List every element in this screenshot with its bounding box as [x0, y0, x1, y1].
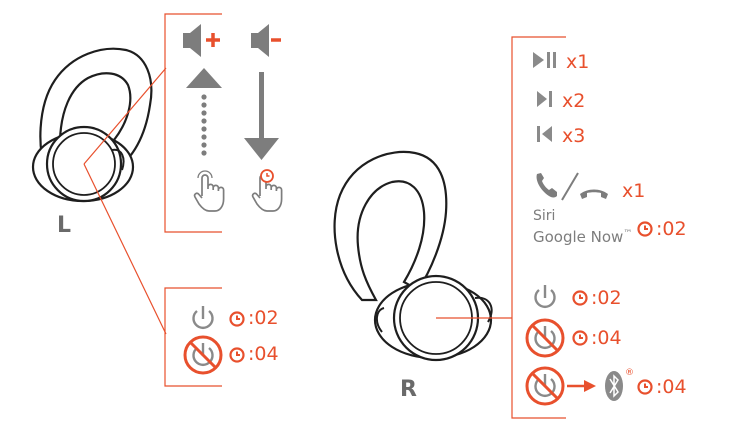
right-power-on-icon	[534, 283, 556, 309]
assistant-clock-icon	[637, 221, 653, 237]
pairing-arrow	[567, 380, 596, 392]
right-clock-icon-2	[572, 330, 588, 346]
trademark-mark: ™	[623, 229, 633, 239]
play-pause-count: x1	[566, 51, 590, 73]
right-earbud-label: R	[400, 377, 417, 402]
right-callout-lines	[436, 36, 566, 419]
left-power-on-icon	[192, 304, 214, 330]
left-clock-icon-1	[229, 311, 245, 327]
right-clock-icon-1	[572, 290, 588, 306]
left-power-off-icon	[183, 335, 223, 375]
right-power-off-duration: :04	[591, 327, 622, 349]
volume-up-icon	[183, 24, 220, 57]
left-clock-icon-2	[229, 347, 245, 363]
right-earbud-illustration	[333, 150, 493, 362]
left-callout-lines	[83, 13, 222, 387]
answer-end-call-icon	[536, 172, 608, 201]
play-pause-icon	[533, 52, 556, 68]
left-earbud-label: L	[57, 213, 72, 238]
right-power-on-duration: :02	[591, 287, 622, 309]
tap-hand-icon	[193, 170, 225, 212]
hold-hand-icon	[251, 169, 283, 212]
swipe-down-arrow	[244, 72, 279, 160]
previous-track-icon	[537, 126, 552, 142]
assistant-duration: :02	[656, 218, 687, 240]
swipe-up-arrow	[186, 68, 222, 156]
previous-track-count: x3	[562, 125, 586, 147]
left-power-on-duration: :02	[248, 307, 279, 329]
pairing-power-off-icon	[525, 366, 565, 406]
volume-down-icon	[251, 24, 281, 57]
left-earbud-illustration	[31, 47, 153, 203]
bluetooth-registered-mark: ®	[625, 368, 634, 378]
assistant-siri-label: Siri	[533, 208, 556, 224]
next-track-icon	[537, 91, 552, 107]
assistant-google-label: Google Now™	[533, 228, 633, 246]
pairing-duration: :04	[656, 376, 687, 398]
right-power-off-icon	[525, 318, 565, 358]
next-track-count: x2	[562, 90, 586, 112]
pairing-clock-icon	[637, 379, 653, 395]
bluetooth-icon	[605, 371, 623, 401]
left-power-off-duration: :04	[248, 343, 279, 365]
call-count: x1	[622, 180, 646, 202]
